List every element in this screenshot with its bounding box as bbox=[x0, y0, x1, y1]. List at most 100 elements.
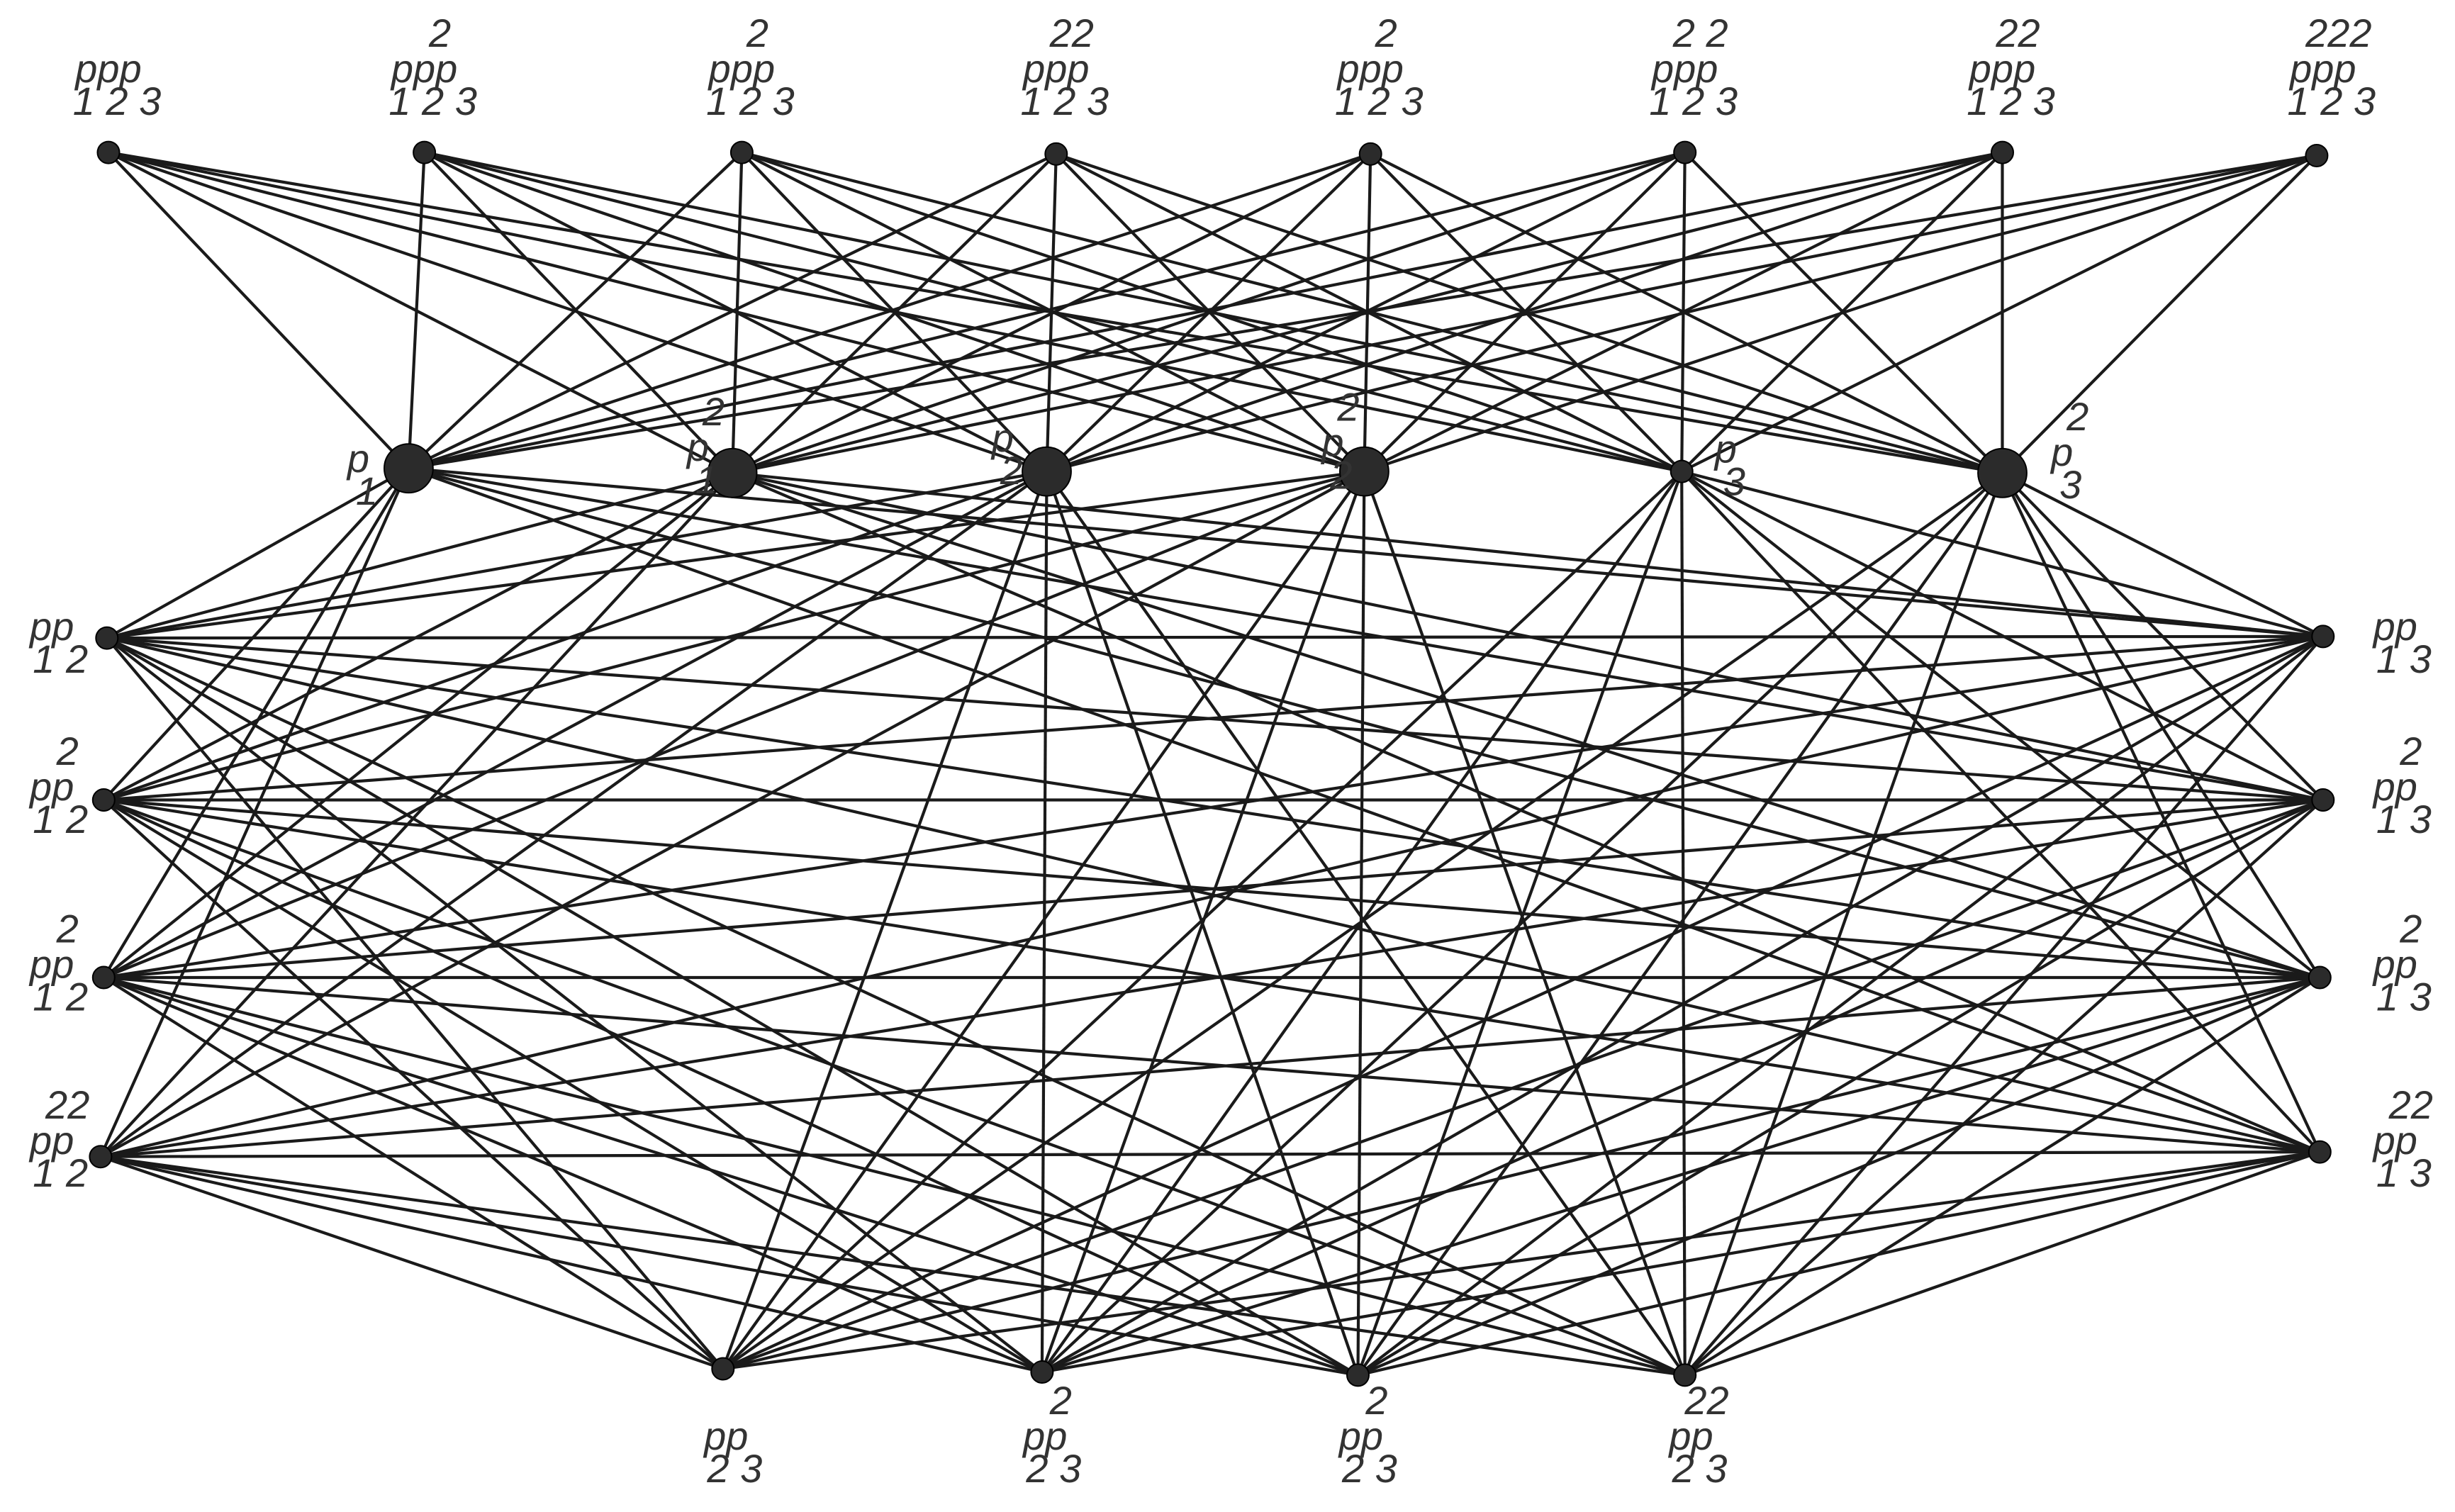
label-main-t4: ppp bbox=[1022, 46, 1089, 91]
label-main-a1: pp bbox=[28, 604, 74, 649]
edge-a3-c1 bbox=[103, 976, 724, 1370]
node-label-p2: p2 bbox=[990, 415, 1022, 493]
label-main-t5: ppp bbox=[1336, 46, 1403, 91]
label-main-p3s: p bbox=[2049, 430, 2073, 474]
label-main-p2: p bbox=[990, 415, 1014, 460]
edge-p3s-c4 bbox=[1683, 472, 2004, 1376]
edge-b3-c1 bbox=[722, 975, 2320, 1371]
edge-a1-b1 bbox=[106, 634, 2323, 640]
node-p2 bbox=[1022, 446, 1072, 497]
node-p3s bbox=[1977, 447, 2028, 498]
edge-p1s-a1 bbox=[106, 471, 733, 640]
edge-p3s-c1 bbox=[722, 471, 2003, 1370]
label-sub-p3s: 3 bbox=[2059, 462, 2081, 507]
label-main-b2: pp bbox=[2372, 764, 2417, 809]
edge-p2-a2 bbox=[103, 470, 1048, 802]
edge-a4-b2 bbox=[100, 798, 2324, 1158]
label-sub-t5: 1 2 3 bbox=[1335, 79, 1424, 123]
edge-b2-c1 bbox=[722, 798, 2324, 1370]
node-t2 bbox=[413, 140, 437, 164]
edge-p2-a4 bbox=[99, 470, 1048, 1158]
edge-p1-a3 bbox=[102, 467, 410, 979]
label-sub-t1: 1 2 3 bbox=[73, 79, 162, 123]
node-label-c1: pp2 3 bbox=[703, 1413, 762, 1491]
node-label-p1: p1 bbox=[346, 436, 378, 513]
edge-a4-b4 bbox=[100, 1150, 2320, 1158]
node-label-a1: pp1 2 bbox=[28, 604, 88, 681]
edge-b2-c3 bbox=[1357, 798, 2324, 1377]
edge-layer bbox=[99, 151, 2325, 1377]
edge-a1-c2 bbox=[106, 637, 1044, 1374]
node-t8 bbox=[2305, 144, 2329, 167]
label-main-a4: pp bbox=[28, 1118, 74, 1163]
edge-t6-p1 bbox=[408, 151, 1686, 470]
edge-b1-c4 bbox=[1684, 635, 2325, 1377]
edge-p3s-c2 bbox=[1041, 471, 2003, 1374]
edge-p2s-a3 bbox=[103, 470, 1365, 979]
label-sup-t7: 22 bbox=[1995, 11, 2040, 55]
edge-p3s-b1 bbox=[2001, 471, 2324, 638]
label-sub-p1s: 1 bbox=[695, 457, 717, 502]
edge-a2-c3 bbox=[103, 798, 1359, 1377]
edge-t4-p1s bbox=[731, 152, 1058, 474]
edge-p3s-b3 bbox=[2001, 472, 2322, 979]
edge-a2-c4 bbox=[103, 798, 1686, 1377]
label-sup-t6: 2 2 bbox=[1672, 11, 1728, 55]
edge-a3-c2 bbox=[103, 976, 1043, 1374]
node-a3 bbox=[91, 965, 116, 990]
edge-a2-b4 bbox=[103, 798, 2320, 1154]
label-main-a2: pp bbox=[28, 764, 74, 809]
edge-p3s-c3 bbox=[1356, 472, 2004, 1377]
edge-t7-p1 bbox=[408, 151, 2003, 470]
edge-t8-p3s bbox=[2001, 155, 2318, 474]
label-sub-c3: 2 3 bbox=[1341, 1446, 1397, 1491]
edge-a1-c4 bbox=[106, 637, 1686, 1377]
node-b1 bbox=[2311, 625, 2335, 649]
node-b2 bbox=[2311, 788, 2335, 812]
edge-t3-p1 bbox=[407, 151, 743, 470]
node-label-p3s: 2p3 bbox=[2049, 394, 2088, 507]
edge-a4-c3 bbox=[100, 1155, 1358, 1377]
edge-a4-b1 bbox=[100, 634, 2324, 1158]
edge-p3-b1 bbox=[1681, 470, 2324, 638]
edge-t8-p1 bbox=[408, 154, 2317, 470]
node-t3 bbox=[729, 140, 754, 164]
label-main-a3: pp bbox=[28, 942, 74, 987]
label-sub-p3: 3 bbox=[1723, 459, 1745, 504]
edge-b2-c4 bbox=[1684, 798, 2325, 1377]
edge-p2-a3 bbox=[103, 470, 1048, 979]
edge-b2-c2 bbox=[1041, 798, 2324, 1374]
label-sup-b3: 2 bbox=[2399, 907, 2422, 951]
label-sub-a3: 1 2 bbox=[33, 975, 88, 1019]
edge-t1-p1 bbox=[107, 151, 410, 470]
edge-t6-p1s bbox=[732, 151, 1686, 475]
edge-a3-c3 bbox=[103, 975, 1359, 1377]
edge-a3-b2 bbox=[104, 798, 2323, 980]
label-sub-b1: 1 3 bbox=[2376, 637, 2432, 681]
edge-b4-c4 bbox=[1684, 1150, 2320, 1377]
label-sup-c4: 22 bbox=[1684, 1378, 1728, 1423]
node-a4 bbox=[89, 1145, 113, 1169]
edge-p1s-b3 bbox=[732, 471, 2320, 980]
label-sub-t7: 1 2 3 bbox=[1967, 79, 2055, 123]
label-sub-a4: 1 2 bbox=[33, 1150, 88, 1195]
node-t4 bbox=[1044, 142, 1068, 166]
label-sub-t8: 1 2 3 bbox=[2288, 79, 2376, 123]
label-main-t3: ppp bbox=[708, 46, 775, 91]
label-sub-c1: 2 3 bbox=[706, 1446, 762, 1491]
edge-a3-b4 bbox=[104, 975, 2320, 1154]
label-sub-t4: 1 2 3 bbox=[1021, 79, 1109, 123]
edge-t2-p2 bbox=[423, 151, 1048, 473]
label-main-c2: pp bbox=[1022, 1413, 1067, 1458]
edge-p2s-a2 bbox=[103, 470, 1365, 802]
